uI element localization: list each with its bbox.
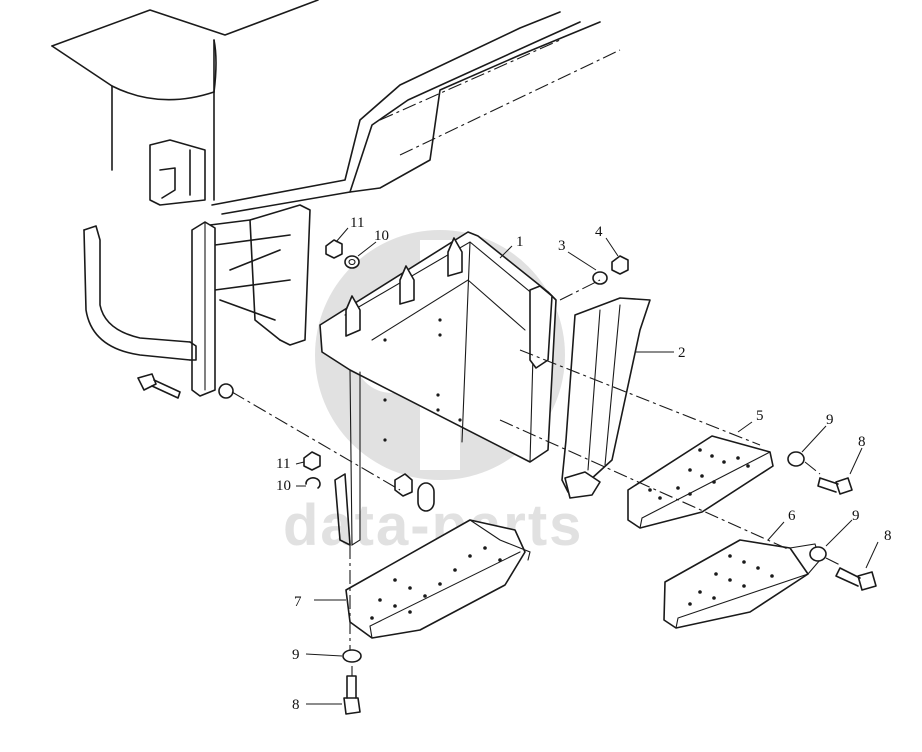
callout-1: 1 — [516, 234, 524, 250]
hex-nut-icon — [303, 451, 321, 471]
callout-10a: 10 — [374, 228, 389, 244]
rivet-holes — [383, 318, 462, 442]
bolt-icon — [343, 697, 361, 715]
callout-9c: 9 — [292, 647, 300, 663]
bolt-icon — [857, 571, 877, 591]
step-holes — [370, 546, 502, 620]
step-plate-lower — [663, 539, 821, 629]
callout-7: 7 — [294, 594, 302, 610]
hex-nut-icon — [611, 255, 629, 275]
step-holes — [688, 554, 774, 606]
step-plate-upper — [627, 435, 774, 529]
callout-9a: 9 — [826, 412, 834, 428]
fasteners — [303, 239, 877, 715]
callout-8b: 8 — [884, 528, 892, 544]
hex-nut-icon — [394, 473, 413, 497]
bracket-plate — [319, 231, 557, 546]
assembly-lines — [231, 279, 843, 676]
callout-11a: 11 — [350, 215, 364, 231]
washer-icon — [592, 271, 608, 285]
washer-icon — [809, 546, 827, 562]
tractor-body — [51, 0, 621, 399]
callout-10b: 10 — [276, 478, 291, 494]
washer-icon — [342, 649, 362, 663]
washer-icon — [787, 451, 805, 467]
spring-washer-icon — [305, 477, 321, 489]
callout-3: 3 — [558, 238, 566, 254]
callout-8c: 8 — [292, 697, 300, 713]
callout-2: 2 — [678, 345, 686, 361]
step-holes — [648, 448, 750, 500]
step-plate-left — [345, 519, 531, 639]
callout-4: 4 — [595, 224, 603, 240]
bolt-icon — [835, 477, 853, 495]
callout-5: 5 — [756, 408, 764, 424]
washer-icon — [344, 255, 360, 269]
side-cover — [561, 297, 651, 499]
callout-11b: 11 — [276, 456, 290, 472]
callout-6: 6 — [788, 508, 796, 524]
callout-labels: 1 2 3 4 5 6 7 8 8 8 9 9 9 10 10 11 11 — [276, 215, 892, 713]
spacer-icon — [417, 482, 435, 512]
leader-lines — [295, 227, 879, 705]
callout-8a: 8 — [858, 434, 866, 450]
callout-9b: 9 — [852, 508, 860, 524]
hex-nut-icon — [325, 239, 343, 259]
